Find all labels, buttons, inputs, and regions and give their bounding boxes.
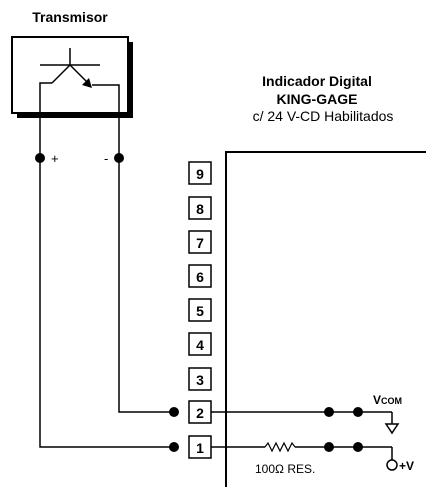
plus-v-label: +V [399,459,414,473]
terminal-5: 5 [188,298,212,322]
terminal-8-label: 8 [196,201,204,217]
terminal-9-label: 9 [196,166,204,182]
internal-dot-2a [324,407,334,417]
terminal-4: 4 [188,332,212,356]
terminal-2-input-dot [169,407,179,417]
ground-symbol-icon [384,423,400,435]
terminal-4-label: 4 [196,337,204,353]
terminal-9: 9 [188,161,212,185]
wire-minus-to-terminal-2 [118,158,174,413]
terminal-1-label: 1 [196,440,204,456]
internal-dot-1a [324,442,334,452]
transmitter-box [11,36,133,118]
transmitter-label: Transmisor [32,9,108,25]
terminal-6: 6 [188,264,212,288]
transmitter-wire-minus-internal [92,84,120,158]
terminal-3: 3 [188,367,212,391]
vcom-label-sub: COM [381,396,402,406]
internal-dot-2b [353,407,363,417]
terminal-7-label: 7 [196,235,204,251]
terminal-7: 7 [188,230,212,254]
terminal-8: 8 [188,196,212,220]
terminal-3-label: 3 [196,372,204,388]
wire-plus-to-terminal-1 [39,158,174,448]
terminal-1-input-dot [169,442,179,452]
plus-v-terminal-icon [386,459,398,471]
indicator-title-line3: c/ 24 V-CD Habilitados [253,108,394,124]
indicator-title-line2: KING-GAGE [277,91,358,107]
terminal-5-label: 5 [196,303,204,319]
terminal-1: 1 [188,435,212,459]
vcom-label: VCOM [373,393,402,407]
transmitter-minus-sign: - [104,151,108,166]
resistor-label: 100Ω RES. [255,462,315,476]
resistor-icon [264,441,296,453]
transmitter-wire-plus-internal [39,82,52,158]
terminal-2: 2 [188,400,212,424]
transmitter-plus-sign: + [51,151,59,166]
terminal-2-label: 2 [196,405,204,421]
emitter-arrow [82,78,92,88]
terminal-6-label: 6 [196,269,204,285]
vcom-label-main: V [373,393,381,407]
internal-dot-1b [353,442,363,452]
indicator-housing [225,151,426,487]
indicator-title-line1: Indicador Digital [262,73,372,89]
